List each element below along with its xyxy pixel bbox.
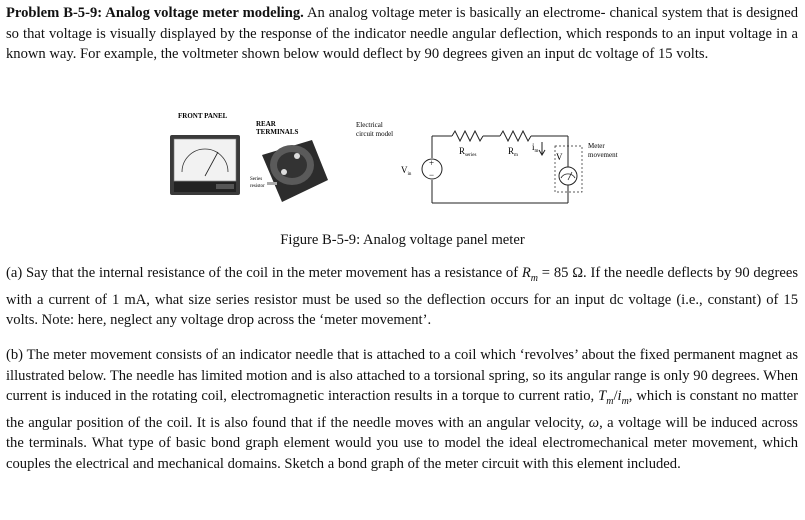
intro-text: An analog voltage meter is basically an … — [6, 5, 798, 63]
part-a-text-1: (a) Say that the internal resistance of … — [6, 265, 522, 281]
meter-label-line1: Meter — [588, 142, 605, 150]
rear-label-line2: TERMINALS — [256, 128, 299, 136]
meter-dial-icon — [560, 171, 576, 181]
figure-caption: Figure B-5-9: Analog voltage panel meter — [280, 232, 525, 248]
part-b-text-1: (b) The meter movement consists of an in… — [6, 347, 798, 405]
series-label-line1: Series — [250, 177, 262, 182]
rear-terminals-image — [262, 140, 328, 202]
circuit-label-line1: Electrical — [356, 121, 383, 129]
source-minus-sign: − — [429, 170, 434, 180]
part-a-text-2: = 85 Ω. If the needle deflects by 90 deg… — [6, 265, 799, 329]
circuit-schematic — [421, 129, 583, 204]
voltmeter-figure: FRONT PANEL REAR TERMINALS Series resist… — [170, 112, 618, 204]
part-b-text-2: , which is constant no matter the angula… — [6, 388, 798, 431]
i-m-label: im — [532, 142, 539, 154]
part-a: (a) Say that the internal resistance of … — [6, 263, 798, 331]
series-label-line2: resistor — [250, 184, 265, 189]
meter-label-line2: movement — [588, 151, 618, 159]
tm-subscript: m — [606, 396, 614, 408]
v-label: V — [556, 152, 563, 162]
vin-label: Vin — [401, 165, 412, 177]
source-plus-sign: + — [429, 158, 434, 168]
im-symbol: i — [617, 388, 622, 405]
rm-symbol: R — [521, 265, 531, 281]
rm-subscript: m — [530, 272, 539, 284]
im-subscript: m — [621, 396, 629, 408]
tm-symbol: T — [598, 388, 607, 405]
ratio-slash: / — [613, 388, 618, 405]
problem-title: Problem B-5-9: Analog voltage meter mode… — [6, 5, 304, 21]
r-series-label: Rseries — [459, 146, 476, 158]
circuit-label-line2: circuit model — [356, 130, 393, 138]
problem-intro: Problem B-5-9: Analog voltage meter mode… — [6, 3, 798, 65]
part-b-text-3: , a voltage will be induced across the t… — [6, 414, 798, 472]
r-m-label: Rm — [508, 146, 518, 158]
rear-label-line1: REAR — [256, 120, 277, 128]
front-panel-label: FRONT PANEL — [178, 112, 228, 120]
front-panel-meter-image — [170, 135, 240, 195]
part-b: (b) The meter movement consists of an in… — [6, 345, 798, 474]
omega-symbol: ω — [588, 414, 600, 431]
